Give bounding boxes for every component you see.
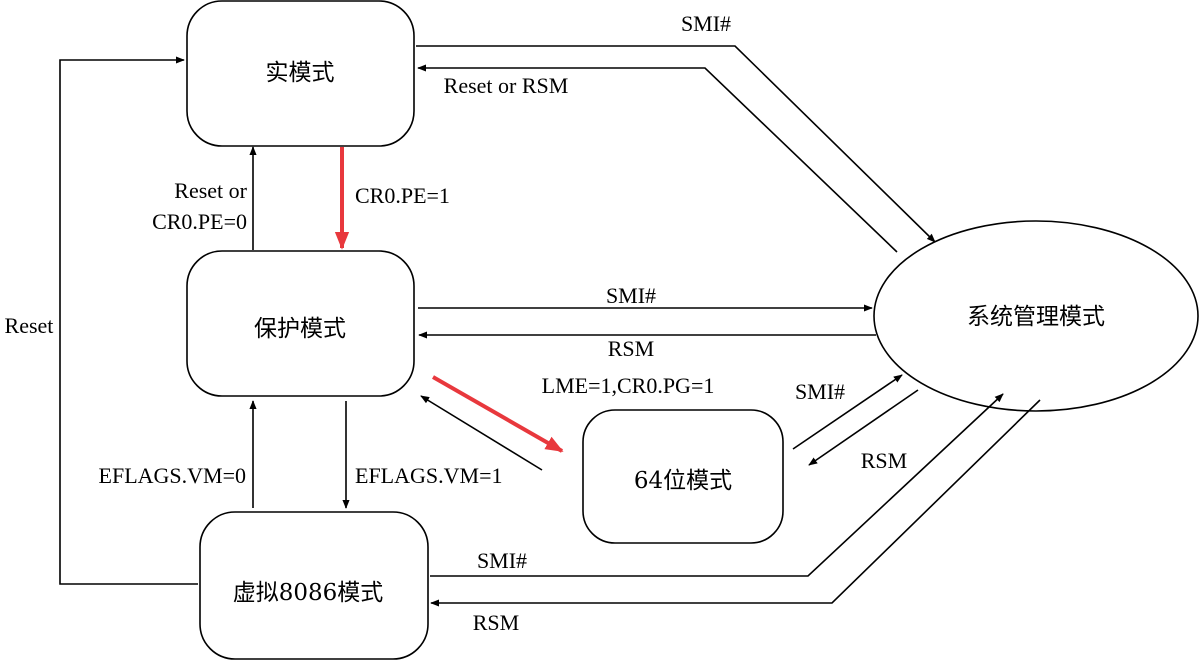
- edge-v86-to-smm: [430, 393, 1004, 577]
- edge-64bit-to-smm: [792, 374, 903, 450]
- edge-protected-to-real-label-1: Reset or: [174, 178, 247, 203]
- node-real-mode: 实模式: [186, 0, 415, 147]
- node-smm: 系统管理模式: [873, 220, 1199, 412]
- edge-real-to-protected-label: CR0.PE=1: [355, 183, 450, 208]
- edge-real-to-smm-label: SMI#: [681, 11, 731, 36]
- edge-smm-to-real-label: Reset or RSM: [444, 73, 569, 98]
- edge-smm-to-64bit-label: RSM: [861, 448, 907, 473]
- edge-smm-to-64bit: [808, 389, 919, 466]
- edge-smm-to-v86: [430, 399, 1041, 607]
- node-smm-label: 系统管理模式: [967, 304, 1105, 330]
- node-protected-mode: 保护模式: [186, 250, 415, 397]
- node-64bit-mode: 64位模式: [582, 409, 784, 544]
- edge-v86-to-real: [59, 56, 198, 585]
- edge-v86-to-real-label: Reset: [5, 313, 54, 338]
- edge-smm-to-v86-label: RSM: [473, 610, 519, 635]
- edge-protected-to-64bit: [432, 375, 564, 453]
- node-protected-mode-label: 保护模式: [254, 316, 346, 342]
- edge-protected-to-smm-label: SMI#: [606, 283, 656, 308]
- edge-64bit-to-protected: [420, 395, 543, 471]
- edge-smm-to-real: [417, 64, 898, 253]
- edge-v86-to-protected-label: EFLAGS.VM=0: [99, 463, 246, 488]
- node-virtual-8086-label: 虚拟8086模式: [233, 580, 384, 606]
- node-virtual-8086-mode: 虚拟8086模式: [199, 511, 429, 660]
- edge-protected-to-64bit-label: LME=1,CR0.PG=1: [542, 373, 715, 398]
- edge-v86-to-smm-label: SMI#: [477, 548, 527, 573]
- edge-64bit-to-smm-label: SMI#: [795, 379, 845, 404]
- edge-protected-to-v86-label: EFLAGS.VM=1: [355, 463, 502, 488]
- node-real-mode-label: 实模式: [266, 60, 335, 86]
- edge-real-to-smm: [416, 45, 936, 243]
- edge-protected-to-real-label-2: CR0.PE=0: [152, 209, 247, 234]
- node-64bit-mode-label: 64位模式: [634, 468, 732, 494]
- edge-smm-to-protected-label: RSM: [608, 336, 654, 361]
